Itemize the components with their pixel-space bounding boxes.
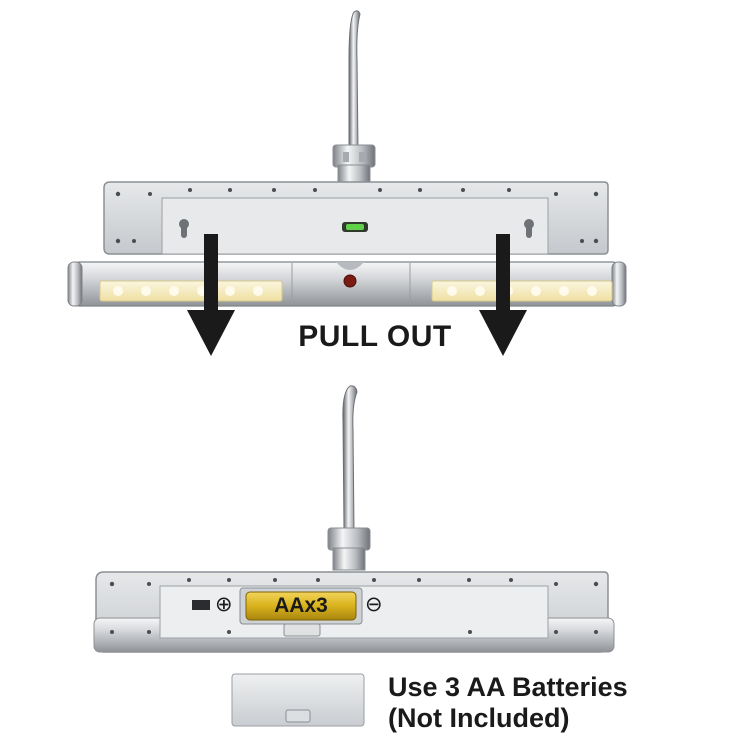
swivel-joint [327,527,371,551]
down-arrow-icon [187,234,235,356]
bubble-level-icon [342,222,368,232]
power-switch [192,600,210,610]
light-bar [67,261,627,307]
led-panel-left [99,280,283,302]
battery-cover [231,673,365,727]
minus-terminal-icon: ⊖ [365,592,383,616]
sensor-icon [343,274,357,288]
led-panel-right [431,280,613,302]
battery-note-line1: Use 3 AA Batteries [388,672,628,702]
pull-out-label: PULL OUT [298,320,452,353]
swivel-joint [332,144,376,168]
battery-note: Use 3 AA Batteries (Not Included) [388,672,628,734]
plate-screws [115,188,599,244]
down-arrow-icon [479,234,527,356]
gooseneck-arm [348,10,361,151]
keyhole-icon [524,219,534,238]
bottom-lamp-assembly [93,385,615,653]
battery-compartment [239,587,363,637]
housing-screws [109,578,599,634]
gooseneck-arm [342,385,358,531]
battery-label: AAx3 [274,594,328,617]
top-lamp-assembly [67,10,627,356]
battery-note-line2: (Not Included) [388,703,570,733]
keyhole-icon [179,219,189,238]
plus-terminal-icon: ⊕ [215,592,233,616]
